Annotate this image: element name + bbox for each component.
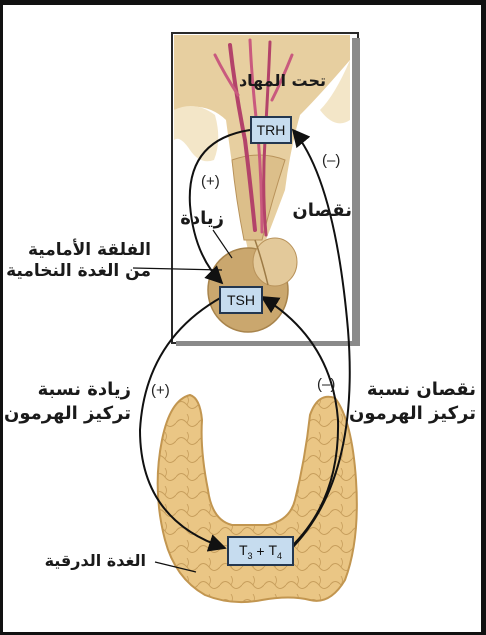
- label-thyroid: الغدة الدرقية: [45, 550, 146, 571]
- sign-plus-bottom: (+): [151, 382, 170, 399]
- sign-plus-top: (+): [201, 173, 220, 190]
- trh-box: TRH: [250, 116, 292, 144]
- t4-label: T4: [268, 542, 282, 561]
- label-anterior-pituitary: الفلقة الأمامية من الغدة النخامية: [6, 240, 151, 282]
- label-hypothalamus: تحت المهاد: [239, 70, 326, 91]
- label-anterior-pituitary-line2: من الغدة النخامية: [6, 261, 151, 282]
- trh-label: TRH: [257, 122, 286, 138]
- label-decrease-concentration: نقصان نسبة تركيز الهرمون: [349, 378, 476, 426]
- thyroid-gland: [158, 395, 357, 602]
- label-increase-concentration-line2: تركيز الهرمون: [4, 402, 131, 426]
- label-increase-concentration-line1: زيادة نسبة: [4, 378, 131, 402]
- t3-t4-box: T3 + T4: [227, 536, 294, 566]
- label-decrease-concentration-line1: نقصان نسبة: [349, 378, 476, 402]
- label-decrease-top: نقصان: [292, 200, 352, 221]
- label-decrease-concentration-line2: تركيز الهرمون: [349, 402, 476, 426]
- sign-minus-top: (–): [322, 152, 340, 169]
- tsh-box: TSH: [219, 286, 263, 314]
- t3-label: T3: [239, 542, 253, 561]
- sign-minus-bottom: (–): [317, 376, 335, 393]
- plus-symbol: +: [253, 543, 269, 559]
- tsh-label: TSH: [227, 292, 255, 308]
- label-increase-top: زيادة: [180, 208, 224, 229]
- label-anterior-pituitary-line1: الفلقة الأمامية: [6, 240, 151, 261]
- label-increase-concentration: زيادة نسبة تركيز الهرمون: [4, 378, 131, 426]
